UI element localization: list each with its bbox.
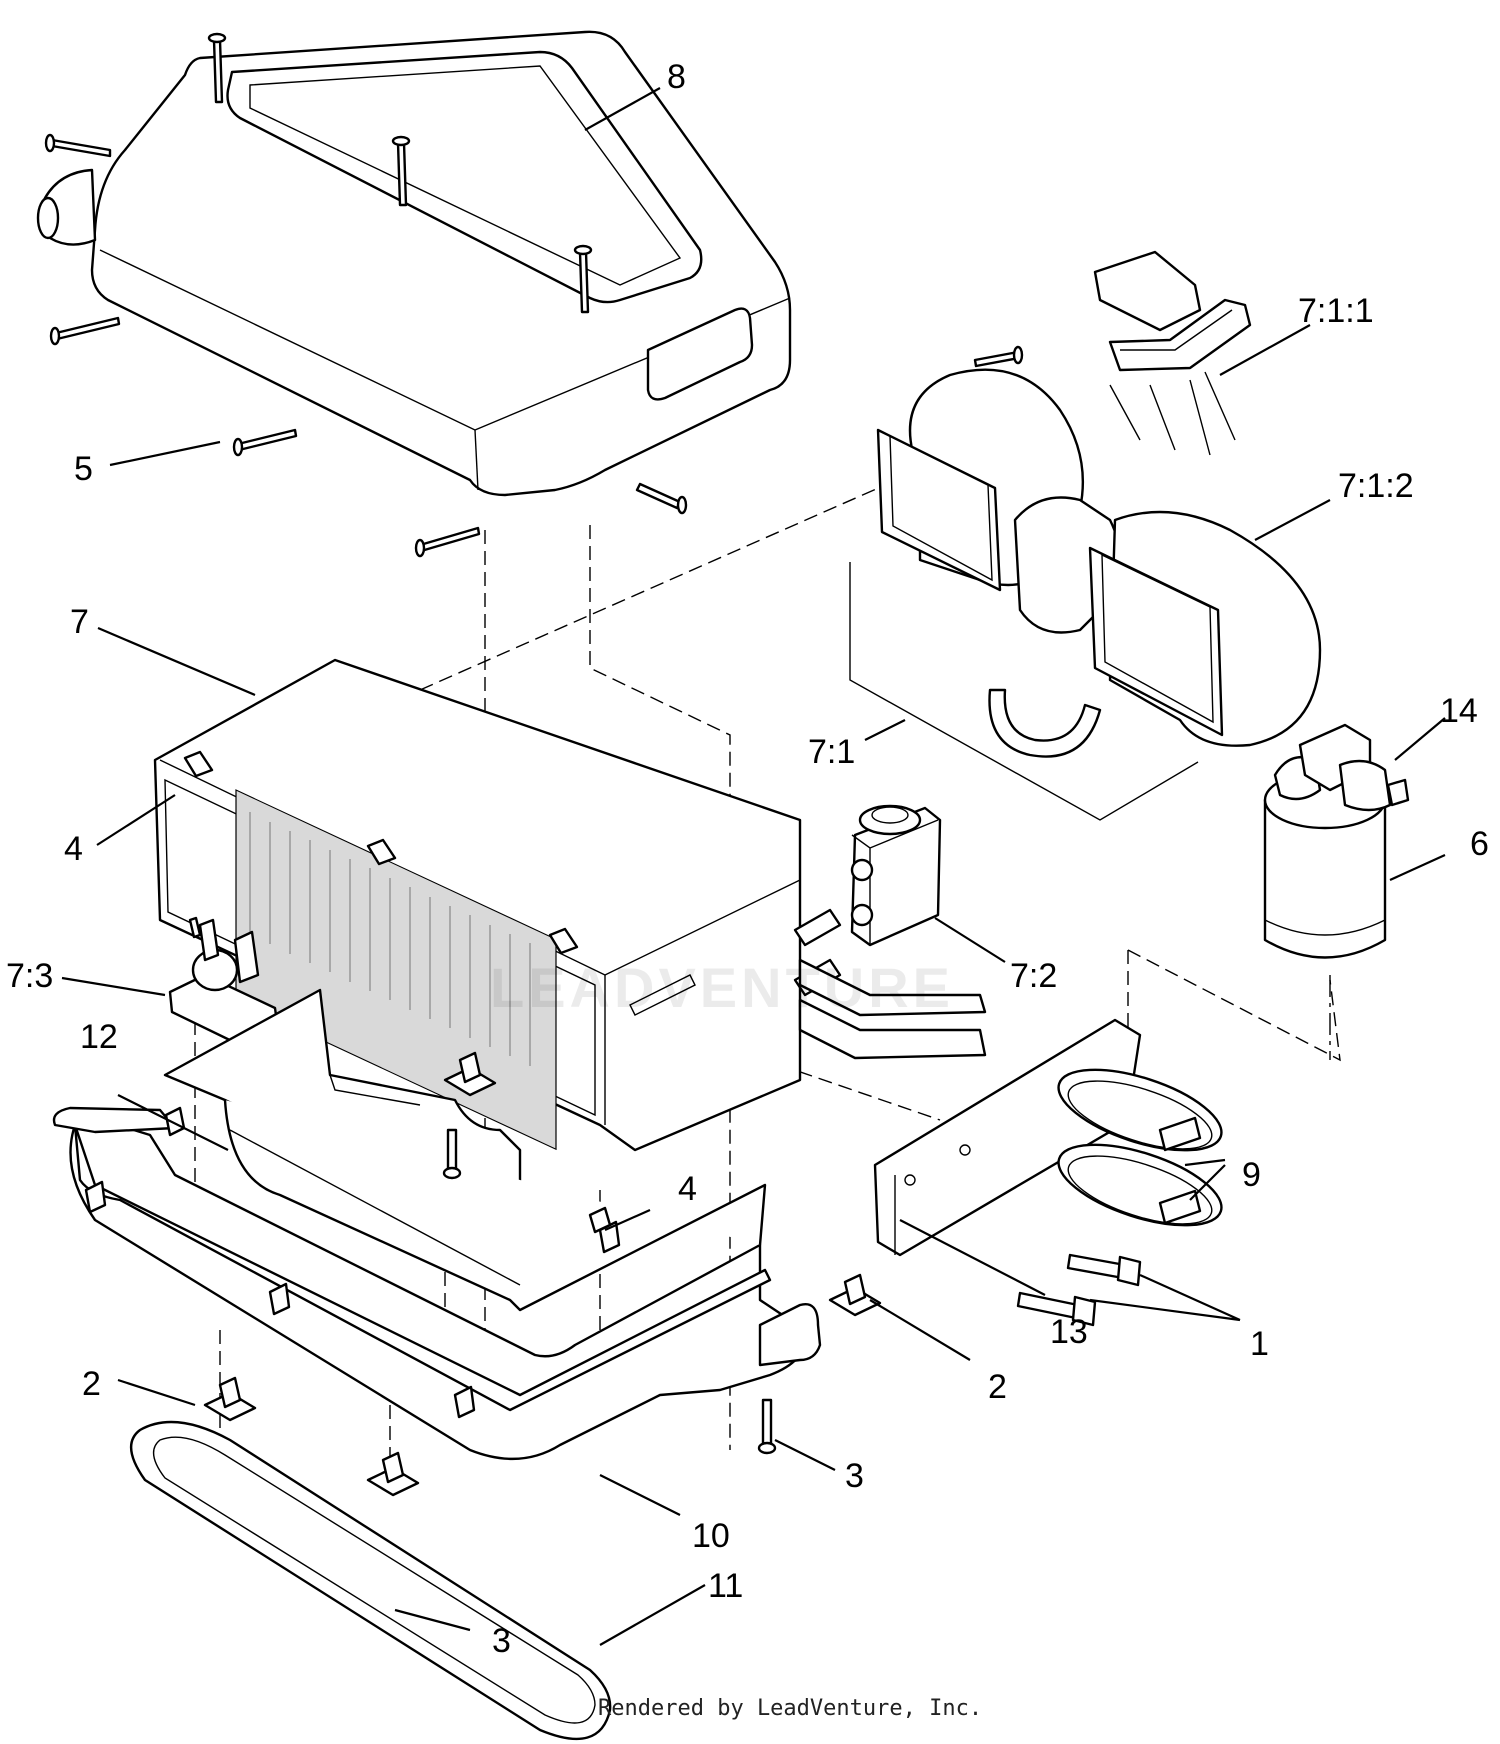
label-7-1: 7:1 [808, 733, 855, 771]
label-6: 6 [1470, 825, 1489, 863]
label-3-right: 3 [845, 1457, 864, 1495]
bracket-bolts [1016, 1253, 1142, 1327]
label-1: 1 [1250, 1325, 1269, 1363]
label-11: 11 [708, 1567, 743, 1605]
label-4-top: 4 [64, 830, 83, 868]
label-3-bottom: 3 [492, 1622, 511, 1660]
label-4-bottom: 4 [678, 1170, 697, 1208]
label-7: 7 [70, 603, 89, 641]
fin-lines [249, 812, 531, 1066]
gasket [130, 1420, 612, 1740]
label-5: 5 [74, 450, 93, 488]
top-cover [36, 30, 1024, 558]
label-7-1-1: 7:1:1 [1298, 292, 1374, 330]
label-10: 10 [692, 1517, 730, 1555]
expansion-valve [850, 804, 942, 947]
label-7-1-2: 7:1:2 [1338, 467, 1414, 505]
label-14: 14 [1440, 692, 1478, 730]
label-2-right: 2 [988, 1368, 1007, 1406]
label-12: 12 [80, 1018, 118, 1056]
label-7-2: 7:2 [1010, 957, 1057, 995]
label-13: 13 [1050, 1313, 1088, 1351]
drier-bracket [873, 1018, 1223, 1257]
label-8: 8 [667, 58, 686, 96]
render-credit: Rendered by LeadVenture, Inc. [598, 1696, 983, 1721]
cover-screws [44, 32, 1024, 558]
leader-lines [61, 87, 1446, 1646]
label-9: 9 [1242, 1156, 1261, 1194]
blower-assembly [849, 250, 1322, 821]
base-tray [52, 988, 822, 1460]
receiver-drier [1263, 723, 1410, 959]
label-2-left: 2 [82, 1365, 101, 1403]
part-labels: 8 7:1:1 7:1:2 5 7 14 7:1 4 6 7:2 7:3 12 … [6, 58, 1489, 1660]
label-7-3: 7:3 [6, 957, 53, 995]
